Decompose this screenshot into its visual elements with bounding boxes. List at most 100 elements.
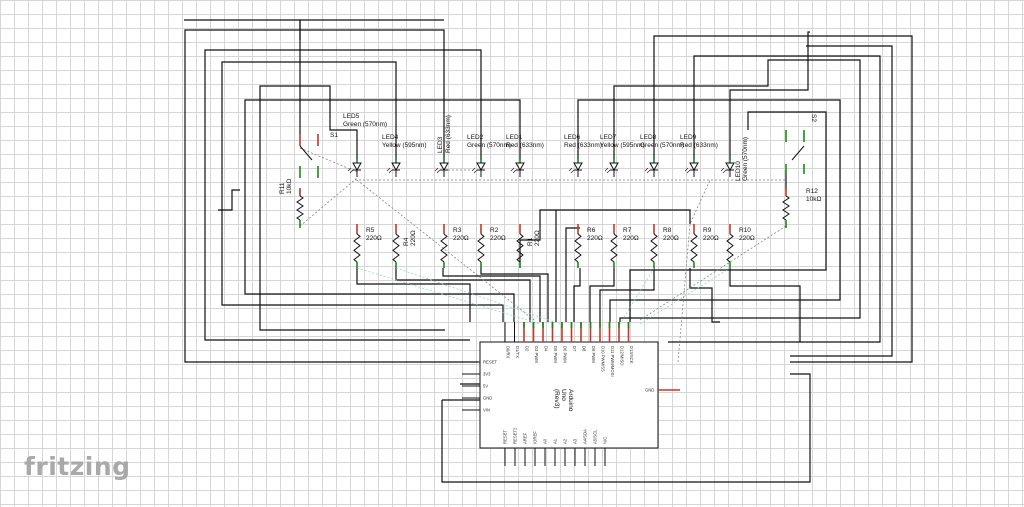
resistor-value-label: 220Ω [587,235,603,242]
resistor-value-label: 220Ω [663,235,679,242]
resistor-value-label: 220Ω [453,235,469,242]
led-arrow [349,169,354,174]
resistor-value-label: 220Ω [366,235,382,242]
wire [480,268,549,322]
wire [356,268,471,322]
led-desc-label: Red (633nm) [506,142,544,149]
wire [395,268,531,322]
wire [613,59,861,322]
arduino-pin-label: A5/SCL [593,429,598,444]
switch-label: S2 [810,114,817,122]
wire [441,373,811,483]
led-arrow [434,167,439,172]
arduino-pin-label: D0/RX [506,346,511,359]
resistor-id-label: R4 [403,237,410,246]
led-id-label: LED4 [382,134,399,141]
led-triangle [391,162,401,172]
resistor-zigzag [353,233,361,263]
arduino-subtitle: Uno [560,389,567,401]
led-triangle [725,162,735,172]
resistor-value-label: 220Ω [490,235,506,242]
resistor-id-label: R9 [703,227,712,234]
led-arrow [644,167,649,172]
resistor-id-label: R8 [663,227,672,234]
led-triangle [573,162,583,172]
arduino-pin-label: A2 [563,438,568,444]
arduino-pin-label: D10 PWM/SS [601,346,606,372]
wire [729,31,810,160]
led-desc-label: Green (570nm) [343,121,387,128]
led-id-label: LED9 [680,134,697,141]
wire [729,268,801,342]
led-id-label: LED1 [506,134,523,141]
resistor-id-label: R12 [806,188,818,195]
wire [689,268,720,323]
arduino-pin-label: D5 PWM [553,346,558,363]
ratsnest-teal [356,267,731,325]
arduino-pin-label: RESET [503,430,508,444]
led-arrow [568,167,573,172]
led-desc-label: Yellow (595nm) [382,142,427,149]
wire [519,209,557,322]
wire [573,268,581,322]
resistor-zigzag [726,233,734,263]
ratsnest-line [639,267,731,325]
arduino-pin-label: RESET [483,360,497,365]
ratsnest-line [395,267,561,325]
wire-layer [184,19,913,483]
arduino-pin-label: D2 [525,346,530,352]
led-arrow [386,167,391,172]
ratsnest-line [639,225,787,321]
led-desc-label: Yellow (595nm) [600,142,645,149]
fritzing-logo: fritzing [24,452,131,481]
wire [218,189,240,211]
arduino-pin-label: 3V3 [483,372,491,377]
wire [556,209,691,224]
led-arrow [722,169,727,174]
led-arrow [347,167,352,172]
ratsnest-line [299,147,358,173]
switch-s1: S1 [299,132,338,178]
switch-contact [791,145,805,161]
resistor-value-label: 220Ω [739,235,755,242]
resistor-value-label: 220Ω [410,230,417,246]
arduino-pin-label: D8 [582,346,587,352]
resistor-id-label: R2 [490,227,499,234]
arduino-pin-label: D11 PWM/MOSI [610,346,615,377]
ratsnest-line [619,267,655,325]
led-id-label: LED3 [437,136,444,153]
led-id-label: LED5 [343,113,360,120]
arduino-pin-label: GND [645,388,654,393]
led-desc-label: Green (570nm) [640,142,684,149]
ratsnest-line [356,179,535,321]
led-arrow [604,167,609,172]
resistor-value-label: 10kΩ [286,179,293,194]
led-desc-label: Red (633nm) [564,142,602,149]
led-arrow [686,169,691,174]
arduino-title: Arduino [567,389,574,412]
resistor-zigzag [574,233,582,263]
resistor-zigzag [440,233,448,263]
resistor-id-label: R5 [366,227,375,234]
arduino-pin-label: N/C [603,437,608,444]
led-arrow [720,167,725,172]
led-arrow [436,169,441,174]
wire [629,111,827,322]
led-id-label: LED10 [735,161,742,181]
led-id-label: LED6 [564,134,581,141]
led-arrow [388,169,393,174]
